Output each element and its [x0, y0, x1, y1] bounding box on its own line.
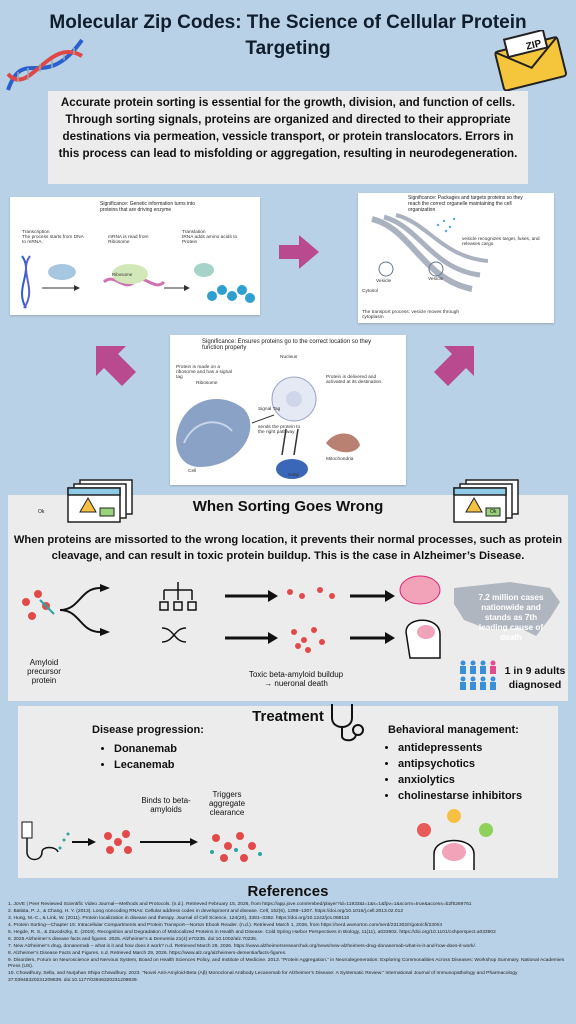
reference-item: 2. Batista, P. J., & Chang, H. Y. (2013)… — [8, 909, 404, 914]
behav-item: cholinestarse inhibitors — [398, 788, 522, 804]
treatment-illustration — [21, 821, 262, 862]
amyloid-pathway-illustration — [22, 575, 441, 659]
translation-label: Translation tRNA adds amino acids to Pro… — [182, 230, 238, 245]
envelope-icon — [494, 30, 567, 92]
drug-item: Lecanemab — [114, 757, 177, 773]
ribosome-label-3: Ribosome — [196, 381, 218, 386]
vesicle-panel: Significance: Packages and targets prote… — [358, 193, 554, 323]
warning-window-icon-right — [453, 479, 519, 523]
reference-item: 6. 2025 Alzheimer’s disease facts and fi… — [8, 937, 258, 942]
disease-head: Disease progression: — [92, 724, 204, 736]
triggers-label: Triggers aggregate clearance — [208, 790, 246, 817]
binds-label: Binds to beta-amyloids — [141, 796, 191, 814]
golgi-label: Golgi — [288, 473, 300, 478]
behav-item: antidepressents — [398, 740, 522, 756]
translation-panel: Significance: Genetic information turns … — [10, 197, 260, 315]
vesicle-label-2: Vesicle — [428, 277, 444, 282]
reference-item: 4. Protein Sorting—Chapter 15: Intracell… — [8, 923, 443, 928]
nucleus-label: Nucleus — [280, 355, 298, 360]
mrna-label: mRNA is read from Ribosome — [108, 235, 149, 245]
treatment-title: Treatment — [252, 708, 324, 725]
ratio-label: 1 in 9 adults diagnosed — [504, 665, 566, 691]
transcription-label: Transcription The process starts from DN… — [22, 230, 84, 245]
made-label: Protein is made on a ribosome and has a … — [176, 365, 232, 380]
us-map-icon — [454, 582, 560, 636]
panel1-significance: Significance: Genetic information turns … — [100, 201, 196, 213]
reference-item: 7. New Alzheimer’s drug, donanemab – wha… — [8, 944, 477, 949]
reference-item: 1. JoVE | Peer Reviewed Scientific Video… — [8, 902, 472, 907]
references-title: References — [247, 883, 329, 900]
targeting-panel: Significance: Ensures proteins go to the… — [170, 335, 406, 485]
delivered-label: Protein is delivered and activated at it… — [326, 375, 383, 385]
vesicle-illustration — [371, 213, 489, 292]
vesicle-label-1: Vesicle — [376, 279, 392, 284]
behav-item: antipsychotics — [398, 756, 522, 772]
behav-list: antidepressents antipsychotics anxiolyti… — [384, 740, 522, 804]
toxic-label: Toxic beta-amyloid buildup → nueronal de… — [248, 670, 344, 688]
behav-item: anxiolytics — [398, 772, 522, 788]
intro-text: Accurate protein sorting is essential fo… — [48, 91, 528, 184]
sorting-wrong-text: When proteins are missorted to the wrong… — [13, 534, 563, 562]
app-label: Amyloid precursor protein — [27, 658, 61, 685]
panel2-significance: Significance: Packages and targets prote… — [408, 195, 523, 213]
reference-item: 8. Alzheimer’s Disease Facts and Figures… — [8, 951, 287, 956]
ribosome-label-1: Ribosome — [112, 272, 133, 277]
reference-item: 9. Disorders, Forum on Neuroscience and … — [8, 958, 565, 970]
drug-list: Donanemab Lecanemab — [100, 741, 177, 773]
people-icon — [460, 660, 496, 690]
stat-label: 7.2 million cases nationwide and stands … — [478, 593, 544, 642]
reference-item: 5. Hegde, R. S., & Zavodszky, E. (2019).… — [8, 930, 496, 935]
stethoscope-icon — [331, 704, 364, 742]
ok-label-left: Ok — [38, 509, 45, 515]
behav-head: Behavioral management: — [388, 724, 519, 736]
arrow-up-right-icon — [434, 346, 474, 386]
arrow-up-left-icon — [96, 346, 136, 386]
drug-item: Donanemab — [114, 741, 177, 757]
signal-tag-label: Signal Tag — [258, 407, 281, 412]
references-list: 1. JoVE | Peer Reviewed Scientific Video… — [8, 902, 568, 985]
transport-label: The transport process: vesicle moves thr… — [362, 310, 460, 320]
cytosol-label: Cytosol — [362, 289, 378, 294]
reference-item: 3. Hung, M.-C., & Link, W. (2011). Prote… — [8, 916, 350, 921]
transcription-illustration — [21, 255, 255, 309]
sorting-wrong-title: When Sorting Goes Wrong — [192, 498, 384, 515]
arrow-right-icon — [279, 235, 319, 269]
targeting-illustration — [176, 376, 360, 479]
page-title: Molecular Zip Codes: The Science of Cell… — [49, 12, 527, 59]
warning-window-icon — [67, 479, 133, 523]
panel3-significance: Significance: Ensures proteins go to the… — [202, 339, 372, 351]
emotions-brain-icon — [417, 809, 493, 870]
mitochondria-label: Mitochondria — [326, 457, 354, 462]
sends-label: sends the protein to the right pathway — [258, 425, 301, 435]
ok-label-right: Ok — [490, 509, 497, 515]
vesicle-note: vesicle recognizes target, fuses, and re… — [462, 237, 540, 247]
cell-label: Cell — [188, 469, 197, 474]
dna-icon — [6, 38, 84, 91]
reference-item: 10. Chowdhury, Sella, and Nurjahan Shipa… — [8, 971, 518, 983]
